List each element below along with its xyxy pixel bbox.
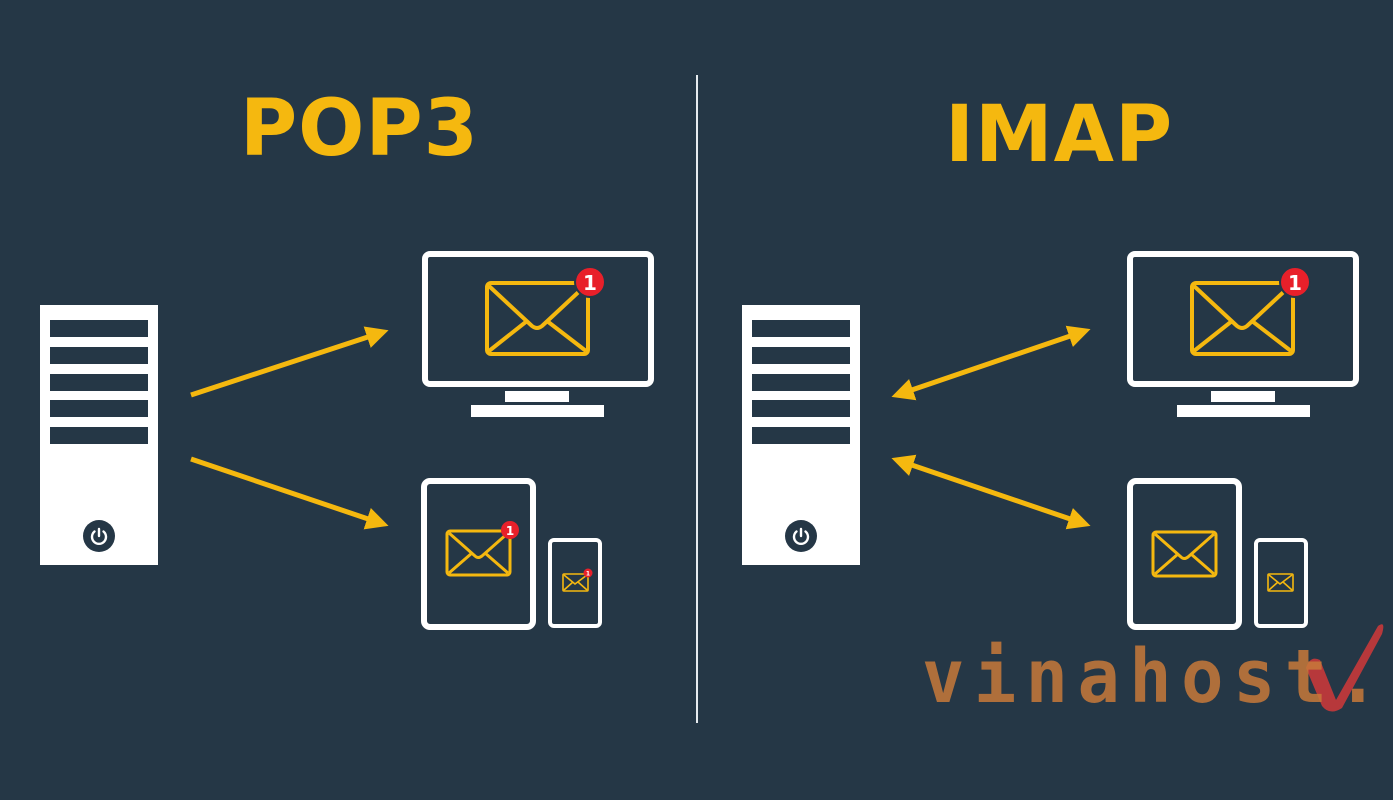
notification-badge: 1 xyxy=(583,568,593,578)
pop3-server-icon xyxy=(40,305,158,565)
mail-icon xyxy=(1151,530,1218,578)
mail-icon xyxy=(485,281,590,356)
server-slot xyxy=(752,374,850,391)
pop3-phone-icon: 1 xyxy=(548,538,602,628)
server-slot xyxy=(50,374,148,391)
server-slot xyxy=(752,347,850,364)
svg-text:1: 1 xyxy=(1288,271,1302,295)
notification-badge: 1 xyxy=(501,521,519,539)
imap-phone-icon xyxy=(1254,538,1308,628)
imap-arrow-mobile-sync xyxy=(891,454,1091,530)
server-slot xyxy=(752,320,850,337)
pop3-arrow-to-desktop xyxy=(190,326,389,398)
power-icon xyxy=(83,520,115,552)
notification-badge: 1 xyxy=(574,266,606,298)
mail-icon xyxy=(562,573,589,592)
imap-desktop-monitor-icon: 1 xyxy=(1127,251,1359,417)
server-slot xyxy=(752,427,850,444)
server-slot xyxy=(50,400,148,417)
mail-icon xyxy=(1267,573,1294,592)
svg-text:1: 1 xyxy=(586,571,590,578)
imap-arrow-desktop-sync xyxy=(891,325,1091,401)
pop3-tablet-icon: 1 xyxy=(421,478,536,630)
power-icon xyxy=(785,520,817,552)
check-mark-icon xyxy=(1306,624,1384,712)
server-slot xyxy=(50,427,148,444)
server-slot xyxy=(50,347,148,364)
server-slot xyxy=(50,320,148,337)
imap-server-icon xyxy=(742,305,860,565)
panel-divider xyxy=(696,75,698,723)
mail-icon xyxy=(1190,281,1295,356)
svg-text:1: 1 xyxy=(506,524,514,538)
imap-tablet-icon xyxy=(1127,478,1242,630)
notification-badge: 1 xyxy=(1279,266,1311,298)
pop3-title: POP3 xyxy=(240,84,479,174)
pop3-arrow-to-mobile xyxy=(190,456,389,530)
imap-title: IMAP xyxy=(945,90,1174,180)
svg-text:1: 1 xyxy=(583,271,597,295)
mail-icon xyxy=(445,529,512,577)
server-slot xyxy=(752,400,850,417)
pop3-desktop-monitor-icon: 1 xyxy=(422,251,654,417)
vinahost-watermark: vinahost. xyxy=(922,634,1389,720)
